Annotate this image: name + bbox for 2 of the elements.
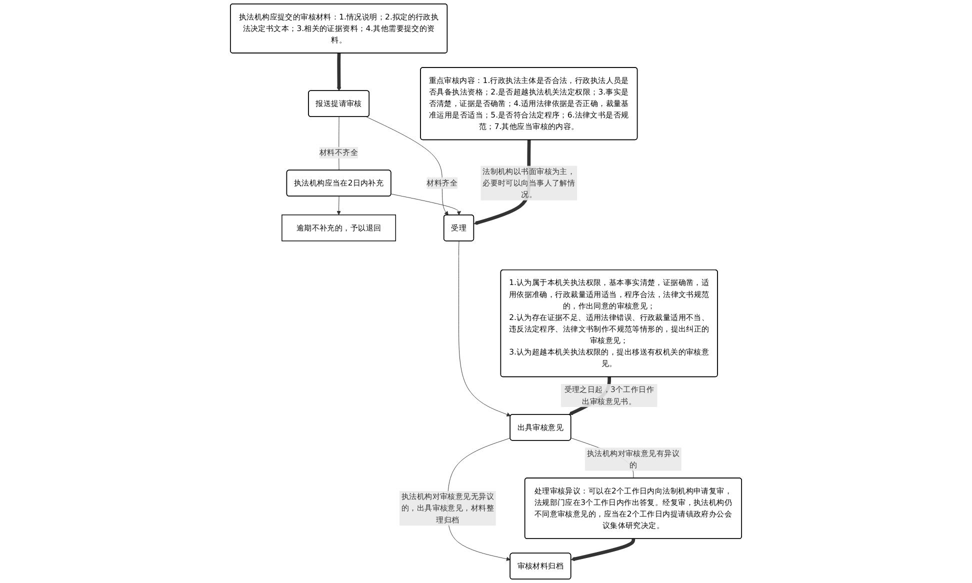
- arrow: [336, 52, 342, 92]
- arrow: [570, 538, 636, 561]
